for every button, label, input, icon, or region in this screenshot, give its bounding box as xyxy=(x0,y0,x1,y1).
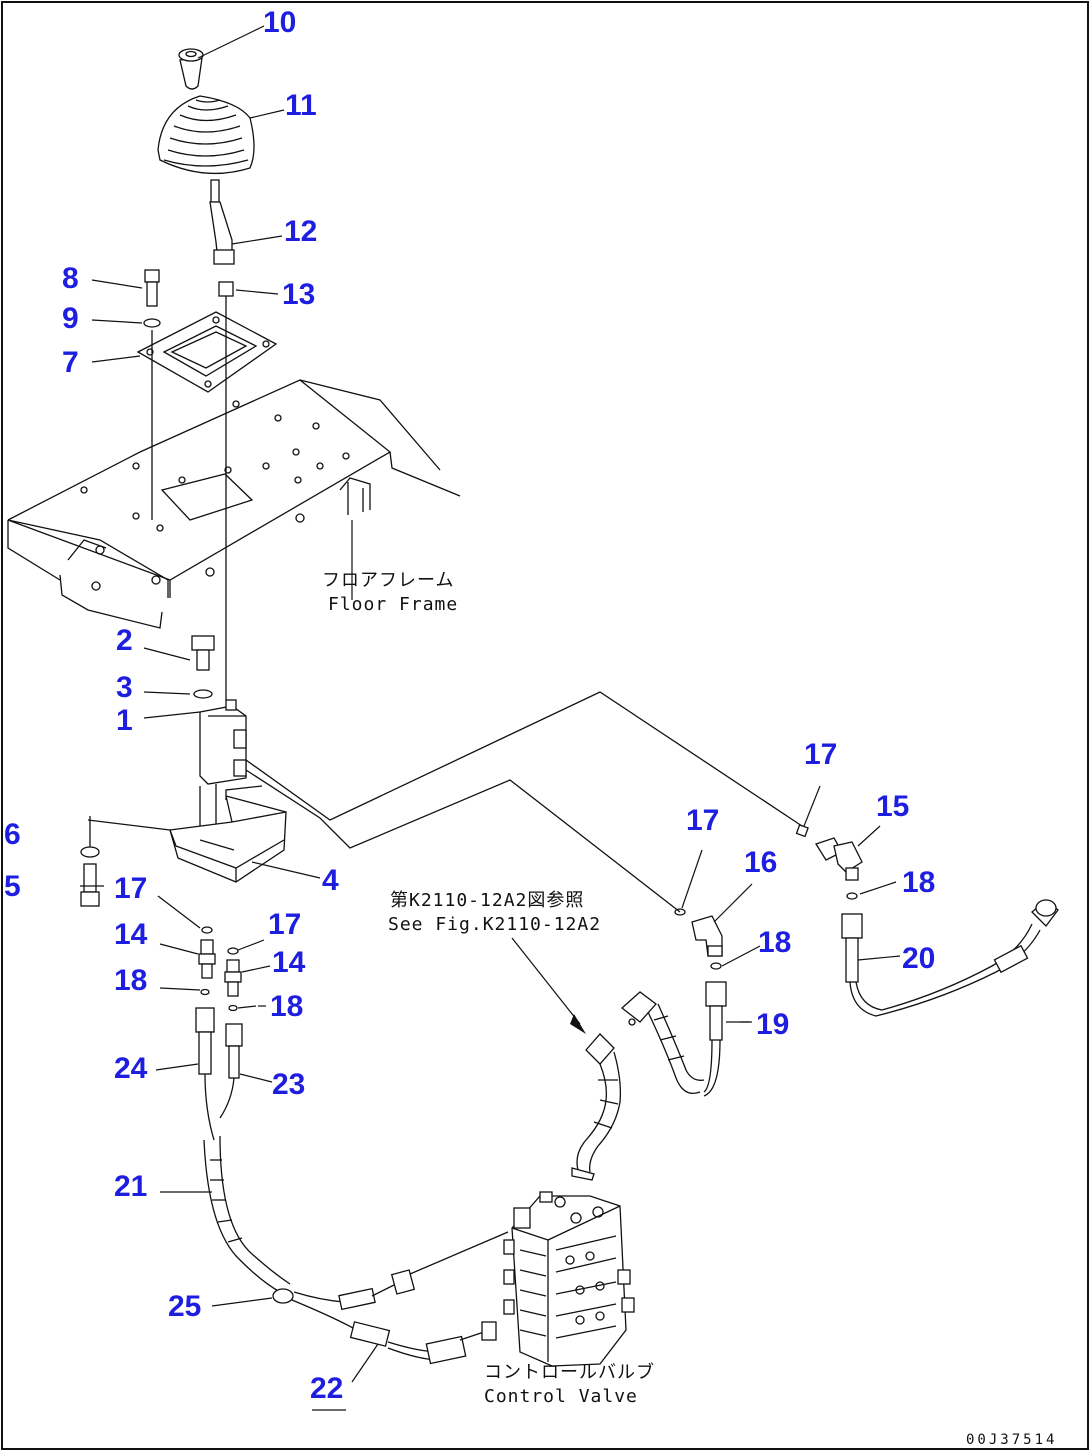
part-bolt-5 xyxy=(80,863,100,907)
part-o-ring xyxy=(228,1004,238,1012)
assembly-line xyxy=(87,819,171,831)
part-boot xyxy=(157,95,255,175)
floor-frame-note-en: Floor Frame xyxy=(328,594,458,615)
callout-18: 18 xyxy=(758,926,791,959)
callout-19: 19 xyxy=(756,1008,789,1041)
callout-22: 22 xyxy=(310,1372,343,1405)
callout-21: 21 xyxy=(114,1170,147,1203)
callout-leaders xyxy=(80,25,901,1383)
callout-17: 17 xyxy=(804,738,837,771)
callout-10: 10 xyxy=(263,6,296,39)
part-washer-6 xyxy=(80,846,100,858)
callout-7: 7 xyxy=(62,346,79,379)
callout-17: 17 xyxy=(114,872,147,905)
callout-23: 23 xyxy=(272,1068,305,1101)
see-fig-note-en: See Fig.K2110-12A2 xyxy=(388,914,601,935)
callout-17: 17 xyxy=(686,804,719,837)
callout-13: 13 xyxy=(282,278,315,311)
drawing-code: 00J37514 xyxy=(966,1432,1057,1448)
callout-17: 17 xyxy=(268,908,301,941)
control-valve xyxy=(503,1191,635,1367)
callout-5: 5 xyxy=(4,870,21,903)
part-bolt-2 xyxy=(191,635,215,671)
part-hose-21 xyxy=(203,1135,291,1293)
part-hose-22 xyxy=(349,1321,497,1365)
part-hose-middle xyxy=(571,991,705,1181)
part-o-ring xyxy=(674,908,686,916)
part-o-ring xyxy=(201,926,213,934)
callout-15: 15 xyxy=(876,790,909,823)
pipe-routing xyxy=(89,691,803,913)
callout-18: 18 xyxy=(270,990,303,1023)
part-hose-19 xyxy=(703,981,727,1097)
callout-11: 11 xyxy=(285,89,317,122)
part-hose-23 xyxy=(219,1023,243,1119)
part-pilot-valve xyxy=(199,699,247,836)
callout-20: 20 xyxy=(902,942,935,975)
part-o-ring xyxy=(227,947,239,955)
part-cover-plate xyxy=(136,311,278,393)
callout-4: 4 xyxy=(322,864,339,897)
part-bracket xyxy=(169,785,287,883)
part-fitting-14-left xyxy=(198,939,216,979)
part-hose-20 xyxy=(841,899,1059,1017)
callout-6: 6 xyxy=(4,818,21,851)
part-13 xyxy=(218,281,234,297)
see-fig-note-jp: 第K2110-12A2図参照 xyxy=(390,890,584,911)
part-fitting-14-right xyxy=(224,959,242,997)
callout-3: 3 xyxy=(116,671,133,704)
part-washer-3 xyxy=(193,689,213,699)
part-o-ring xyxy=(846,892,858,900)
callout-8: 8 xyxy=(62,262,79,295)
callout-12: 12 xyxy=(284,215,317,248)
floor-frame xyxy=(7,379,461,629)
part-o-ring xyxy=(200,988,210,996)
part-lever xyxy=(209,179,235,265)
part-o-ring xyxy=(710,962,722,970)
callout-18: 18 xyxy=(114,964,147,997)
callout-24: 24 xyxy=(114,1052,148,1085)
part-bolt-8 xyxy=(144,269,160,307)
part-elbow-16 xyxy=(691,915,723,957)
callout-numbers: 10 11 12 13 8 9 7 2 3 1 4 6 5 17 14 18 1… xyxy=(4,6,935,1405)
see-fig-arrow xyxy=(511,937,586,1034)
floor-frame-note-jp: フロアフレーム xyxy=(322,570,454,591)
callout-18: 18 xyxy=(902,866,935,899)
part-hose-24 xyxy=(195,1007,215,1141)
callout-14: 14 xyxy=(272,946,306,979)
part-hose-upper xyxy=(338,1231,509,1311)
callout-16: 16 xyxy=(744,846,777,879)
control-valve-note-en: Control Valve xyxy=(484,1386,638,1407)
part-o-ring xyxy=(795,824,809,838)
callout-9: 9 xyxy=(62,302,79,335)
part-knob xyxy=(178,48,204,90)
control-valve-note-jp: コントロールバルブ xyxy=(484,1361,655,1383)
callout-25: 25 xyxy=(168,1290,201,1323)
callout-14: 14 xyxy=(114,918,148,951)
callout-2: 2 xyxy=(116,624,133,657)
callout-1: 1 xyxy=(116,704,133,737)
part-fitting-15 xyxy=(815,837,863,881)
part-washer-9 xyxy=(143,318,161,328)
